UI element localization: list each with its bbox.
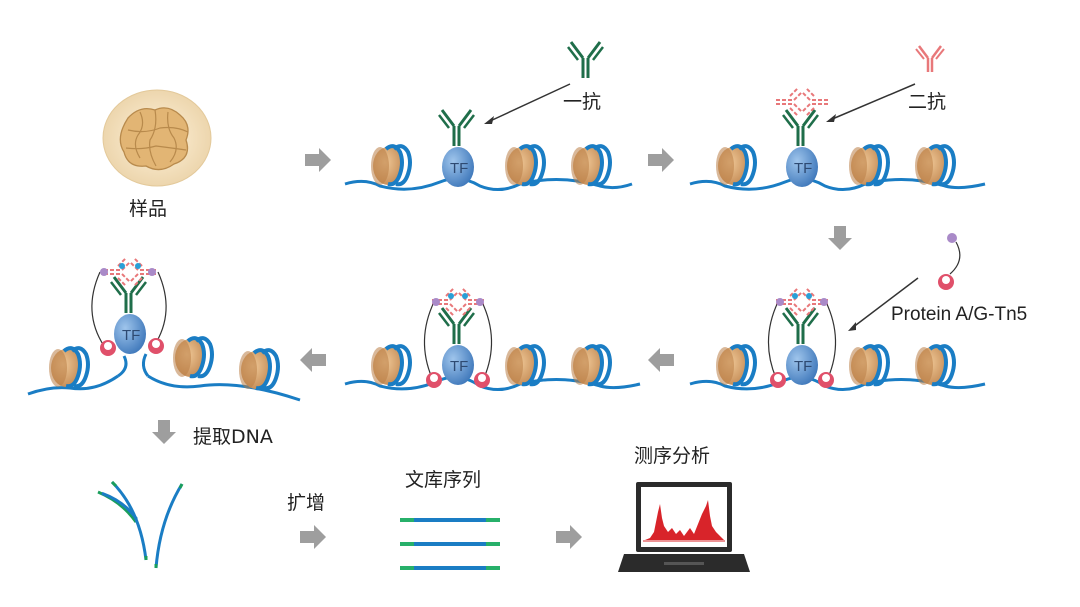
- tf-label: TF: [450, 160, 468, 177]
- secondary-antibody-label: 二抗: [908, 91, 947, 113]
- panel-secondary-antibody: TF: [689, 44, 986, 191]
- protein-ag-tn5-label: Protein A/G-Tn5: [891, 304, 1028, 325]
- process-arrow: [828, 226, 852, 250]
- svg-text:TF: TF: [450, 358, 468, 375]
- process-arrow: [152, 420, 176, 444]
- process-arrow: [648, 348, 674, 372]
- laptop-icon: [618, 482, 750, 572]
- sample-tissue-icon: [102, 89, 212, 187]
- sequencing-peaks: [645, 500, 724, 540]
- process-arrow: [300, 525, 326, 549]
- process-arrow: [300, 348, 326, 372]
- extract-dna-label: 提取DNA: [193, 426, 273, 448]
- dna-fragments: [97, 480, 184, 569]
- tn5-icon: [938, 233, 961, 290]
- process-arrow: [648, 148, 674, 172]
- amplify-label: 扩增: [287, 492, 326, 514]
- library-sequence-label: 文库序列: [405, 469, 482, 491]
- panel-tagmentation: TF: [344, 287, 641, 391]
- primary-antibody-label: 一抗: [563, 91, 602, 113]
- svg-text:TF: TF: [794, 358, 812, 375]
- panel-fragment-release: TF: [27, 257, 301, 402]
- svg-text:TF: TF: [122, 327, 140, 344]
- sample-label: 样品: [129, 198, 168, 220]
- panel-tn5-binding: TF: [689, 233, 986, 391]
- panel-primary-antibody: TF: [344, 40, 633, 191]
- library-sequences: [400, 518, 500, 570]
- process-arrow: [556, 525, 582, 549]
- sequencing-analysis-label: 测序分析: [634, 445, 711, 467]
- svg-text:TF: TF: [794, 160, 812, 177]
- process-arrow: [305, 148, 331, 172]
